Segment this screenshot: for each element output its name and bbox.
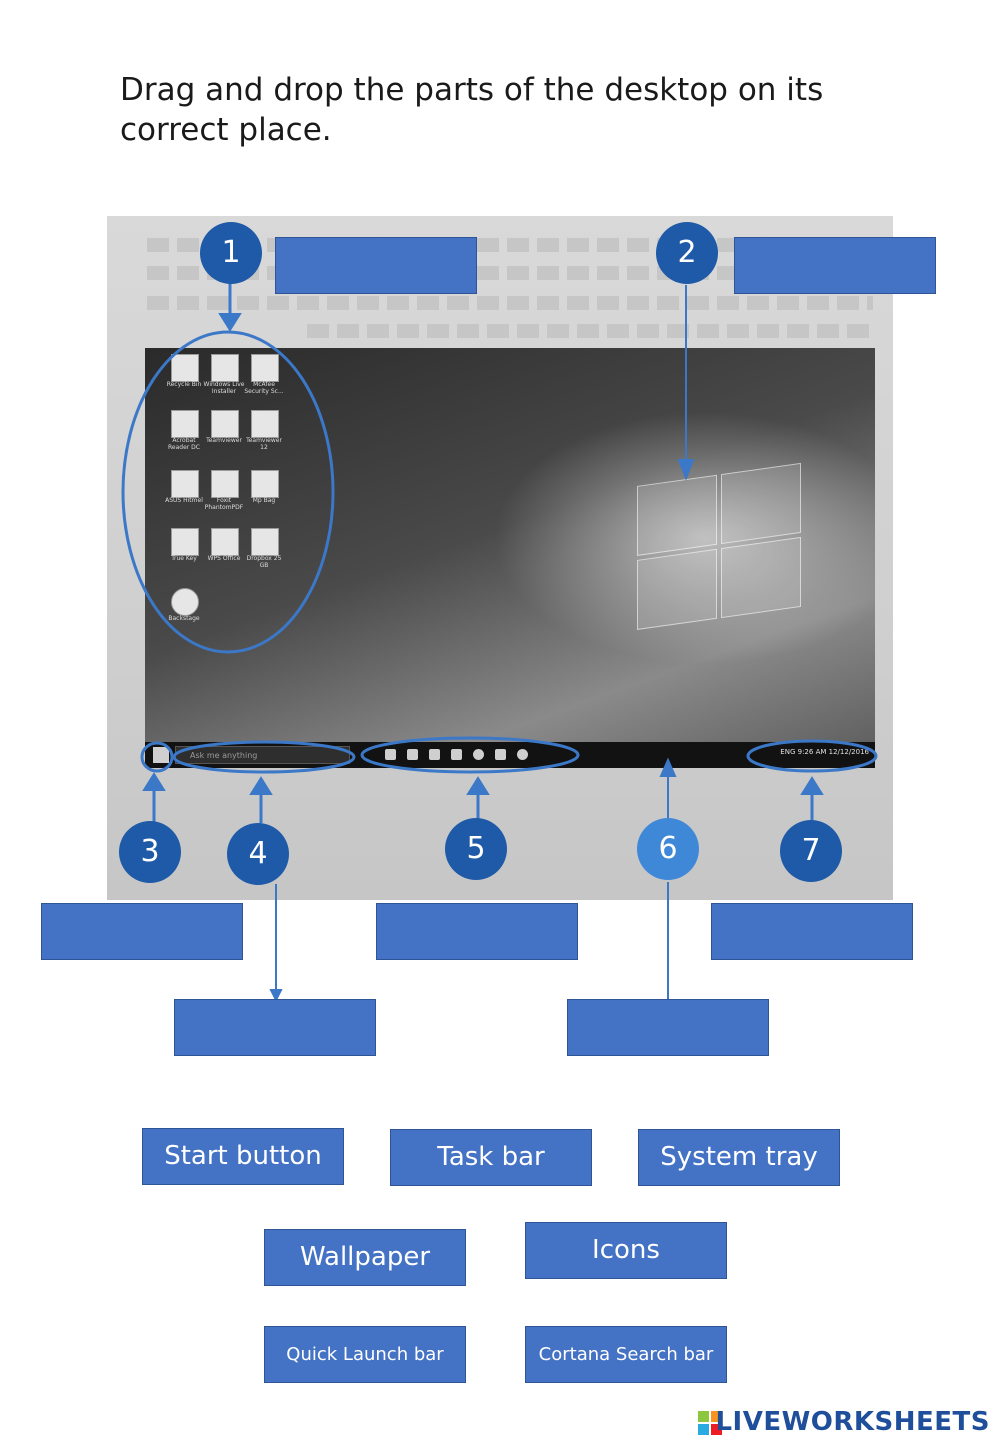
recycle-bin-icon <box>171 354 199 382</box>
marker-3: 3 <box>119 821 181 883</box>
drop-target-7[interactable] <box>711 903 913 960</box>
wps-office-icon <box>211 528 239 556</box>
desktop-icon-label: Windows Live Installer <box>203 381 245 395</box>
tray-time: 9:26 AM <box>797 748 827 756</box>
marker-1: 1 <box>200 222 262 284</box>
backstage-icon <box>171 588 199 616</box>
desktop-icon-label: Dropbox 25 GB <box>246 555 282 569</box>
asus-icon <box>171 470 199 498</box>
desktop-icon-label: True Key <box>171 555 197 562</box>
bleed-through-text <box>147 296 873 310</box>
desktop-icon-label: ASUS Hitmel <box>165 497 203 504</box>
edge-icon <box>385 749 396 760</box>
marker-5: 5 <box>445 818 507 880</box>
tile-system-tray[interactable]: System tray <box>638 1129 840 1186</box>
teamviewer-12-icon <box>251 410 279 438</box>
tile-wallpaper[interactable]: Wallpaper <box>264 1229 466 1286</box>
tray-date: 12/12/2016 <box>828 748 869 756</box>
desktop-icon-label: Foxit PhantomPDF <box>204 497 244 511</box>
drop-target-4[interactable] <box>174 999 376 1056</box>
true-key-icon <box>171 528 199 556</box>
chrome-icon <box>517 749 528 760</box>
desktop-screen: Recycle Bin Windows Live Installer McAfe… <box>145 348 875 768</box>
marker-6: 6 <box>637 818 699 880</box>
foxit-icon <box>211 470 239 498</box>
tile-cortana-search-bar[interactable]: Cortana Search bar <box>525 1326 727 1383</box>
mcafee-icon <box>251 354 279 382</box>
calculator-icon <box>429 749 440 760</box>
spotify-icon <box>473 749 484 760</box>
desktop-icon-label: Acrobat Reader DC <box>168 437 200 451</box>
taskbar: Ask me anything ENG 9:26 AM 12/12/2016 <box>145 742 875 768</box>
tray-language: ENG <box>780 748 796 756</box>
windows-installer-icon <box>211 354 239 382</box>
liveworksheets-logo-icon <box>698 1411 722 1435</box>
windows-start-icon <box>153 747 169 763</box>
desktop-icon-label: WPS Office <box>207 555 241 562</box>
windows-logo-wallpaper <box>637 462 807 636</box>
drop-target-6[interactable] <box>567 999 769 1056</box>
desktop-icon-label: Teamviewer 12 <box>246 437 282 451</box>
teamviewer-icon <box>211 410 239 438</box>
desktop-icon-label: McAfee Security Sc... <box>244 381 284 395</box>
drop-target-1[interactable] <box>275 237 477 294</box>
marker-4: 4 <box>227 823 289 885</box>
mp-bag-icon <box>251 470 279 498</box>
tile-task-bar[interactable]: Task bar <box>390 1129 592 1186</box>
cortana-search-field: Ask me anything <box>175 746 350 764</box>
tile-quick-launch-bar[interactable]: Quick Launch bar <box>264 1326 466 1383</box>
vlc-icon <box>451 749 462 760</box>
marker-7: 7 <box>780 820 842 882</box>
dropbox-icon <box>251 528 279 556</box>
desktop-icon-label: Mp Bag <box>252 497 276 504</box>
marker-2: 2 <box>656 222 718 284</box>
acrobat-icon <box>171 410 199 438</box>
drop-target-2[interactable] <box>734 237 936 294</box>
drop-target-5[interactable] <box>376 903 578 960</box>
desktop-photo: Recycle Bin Windows Live Installer McAfe… <box>107 216 893 900</box>
system-tray-clock: ENG 9:26 AM 12/12/2016 <box>780 748 869 756</box>
mail-icon <box>495 749 506 760</box>
bleed-through-text <box>307 324 873 338</box>
store-icon <box>407 749 418 760</box>
tile-start-button[interactable]: Start button <box>142 1128 344 1185</box>
desktop-icon-label: Backstage <box>168 615 200 622</box>
desktop-icon-label: Recycle Bin <box>166 381 202 388</box>
tile-icons[interactable]: Icons <box>525 1222 727 1279</box>
liveworksheets-brand: LIVEWORKSHEETS <box>715 1407 990 1437</box>
drop-target-3[interactable] <box>41 903 243 960</box>
instruction-text: Drag and drop the parts of the desktop o… <box>120 72 824 148</box>
desktop-icon-label: Teamviewer <box>206 437 242 444</box>
